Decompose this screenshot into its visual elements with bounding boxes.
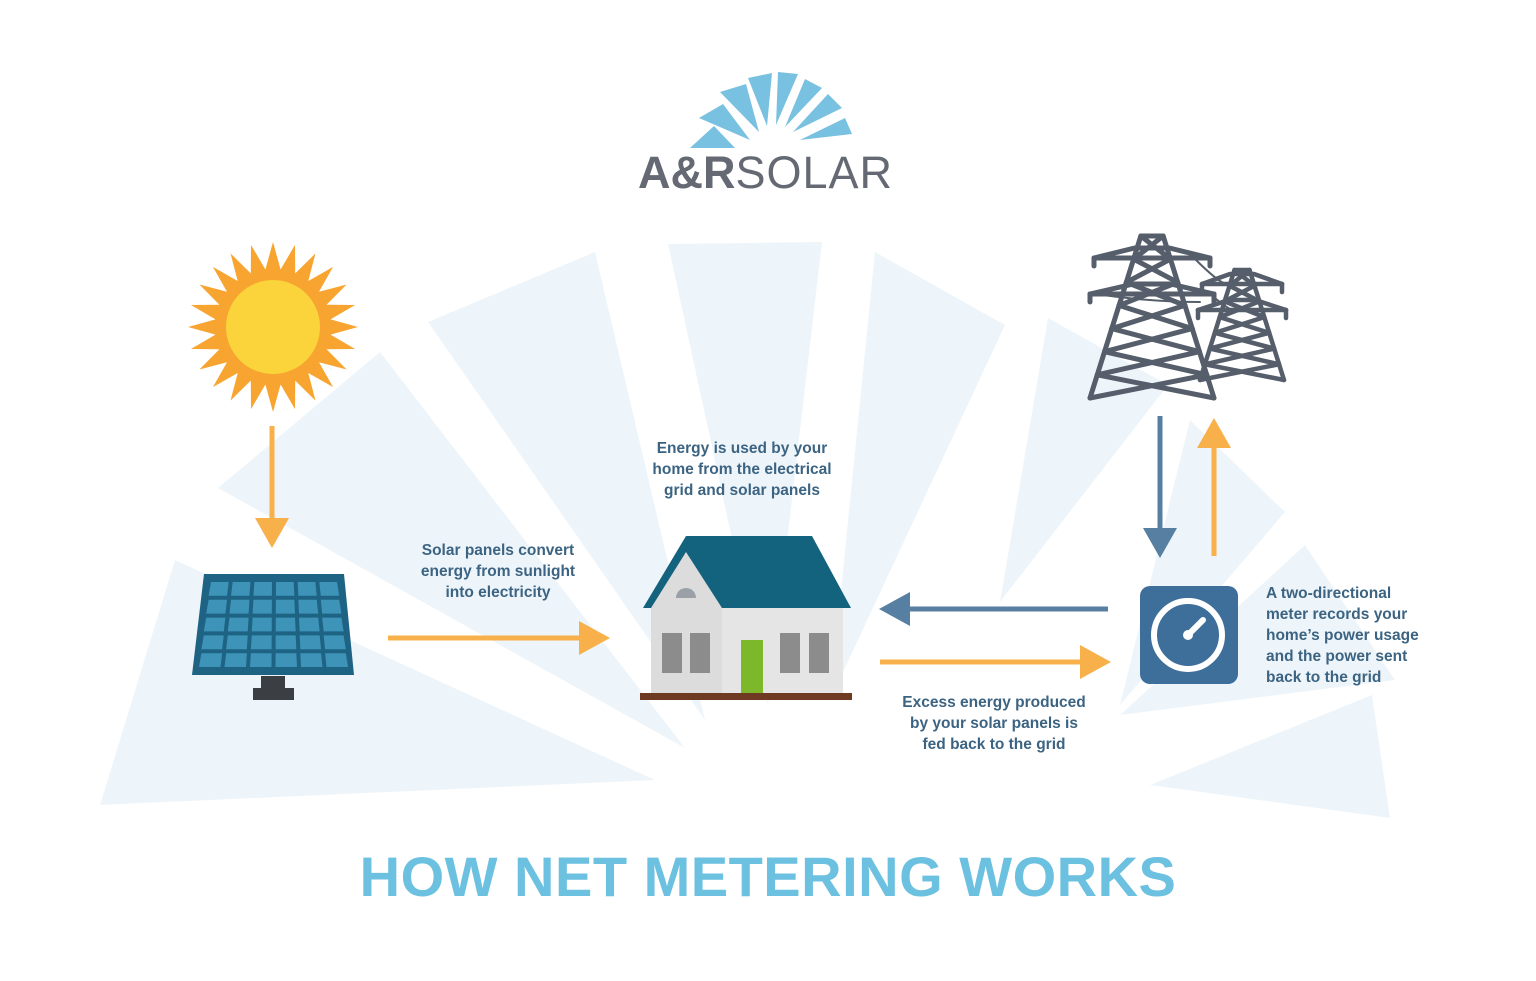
arrow-meter-to-tower xyxy=(1197,418,1231,556)
arrow-panel-to-house xyxy=(388,621,610,655)
arrow-grid-to-house xyxy=(879,592,1108,626)
solar-panel-icon xyxy=(192,574,354,700)
arrow-house-to-grid xyxy=(880,645,1111,679)
arrow-tower-to-meter xyxy=(1143,416,1177,558)
label-line: Energy is used by your xyxy=(656,440,828,457)
label-line: and the power sent xyxy=(1266,648,1408,665)
main-title: HOW NET METERING WORKS xyxy=(359,845,1177,908)
label-excess-energy: Excess energy produced by your solar pan… xyxy=(884,692,1104,755)
label-line: back to the grid xyxy=(1266,669,1382,686)
sun-icon xyxy=(188,242,358,412)
logo-wordmark: A&RSOLAR xyxy=(638,146,908,200)
label-line: meter records your xyxy=(1266,606,1408,623)
meter-icon xyxy=(1140,586,1238,684)
label-solar-panels: Solar panels convert energy from sunligh… xyxy=(396,540,600,603)
label-line: A two-directional xyxy=(1266,585,1392,602)
background-rays xyxy=(100,242,1395,818)
label-line: by your solar panels is xyxy=(910,715,1078,732)
label-line: home from the electrical xyxy=(652,461,832,478)
label-meter: A two-directional meter records your hom… xyxy=(1266,583,1466,688)
logo-brand-bold: A&R xyxy=(638,147,736,198)
power-tower-icon xyxy=(1087,233,1289,401)
label-line: into electricity xyxy=(445,584,551,601)
label-line: fed back to the grid xyxy=(922,736,1066,753)
label-line: Solar panels convert xyxy=(421,542,575,559)
label-home-usage: Energy is used by your home from the ele… xyxy=(632,438,852,501)
label-line: home’s power usage xyxy=(1266,627,1419,644)
logo-sunburst xyxy=(690,72,852,148)
label-line: grid and solar panels xyxy=(664,482,820,499)
logo-brand-light: SOLAR xyxy=(735,147,894,198)
label-line: energy from sunlight xyxy=(420,563,576,580)
label-line: Excess energy produced xyxy=(902,694,1086,711)
house-icon xyxy=(640,536,852,700)
arrow-sun-to-panel xyxy=(255,426,289,548)
